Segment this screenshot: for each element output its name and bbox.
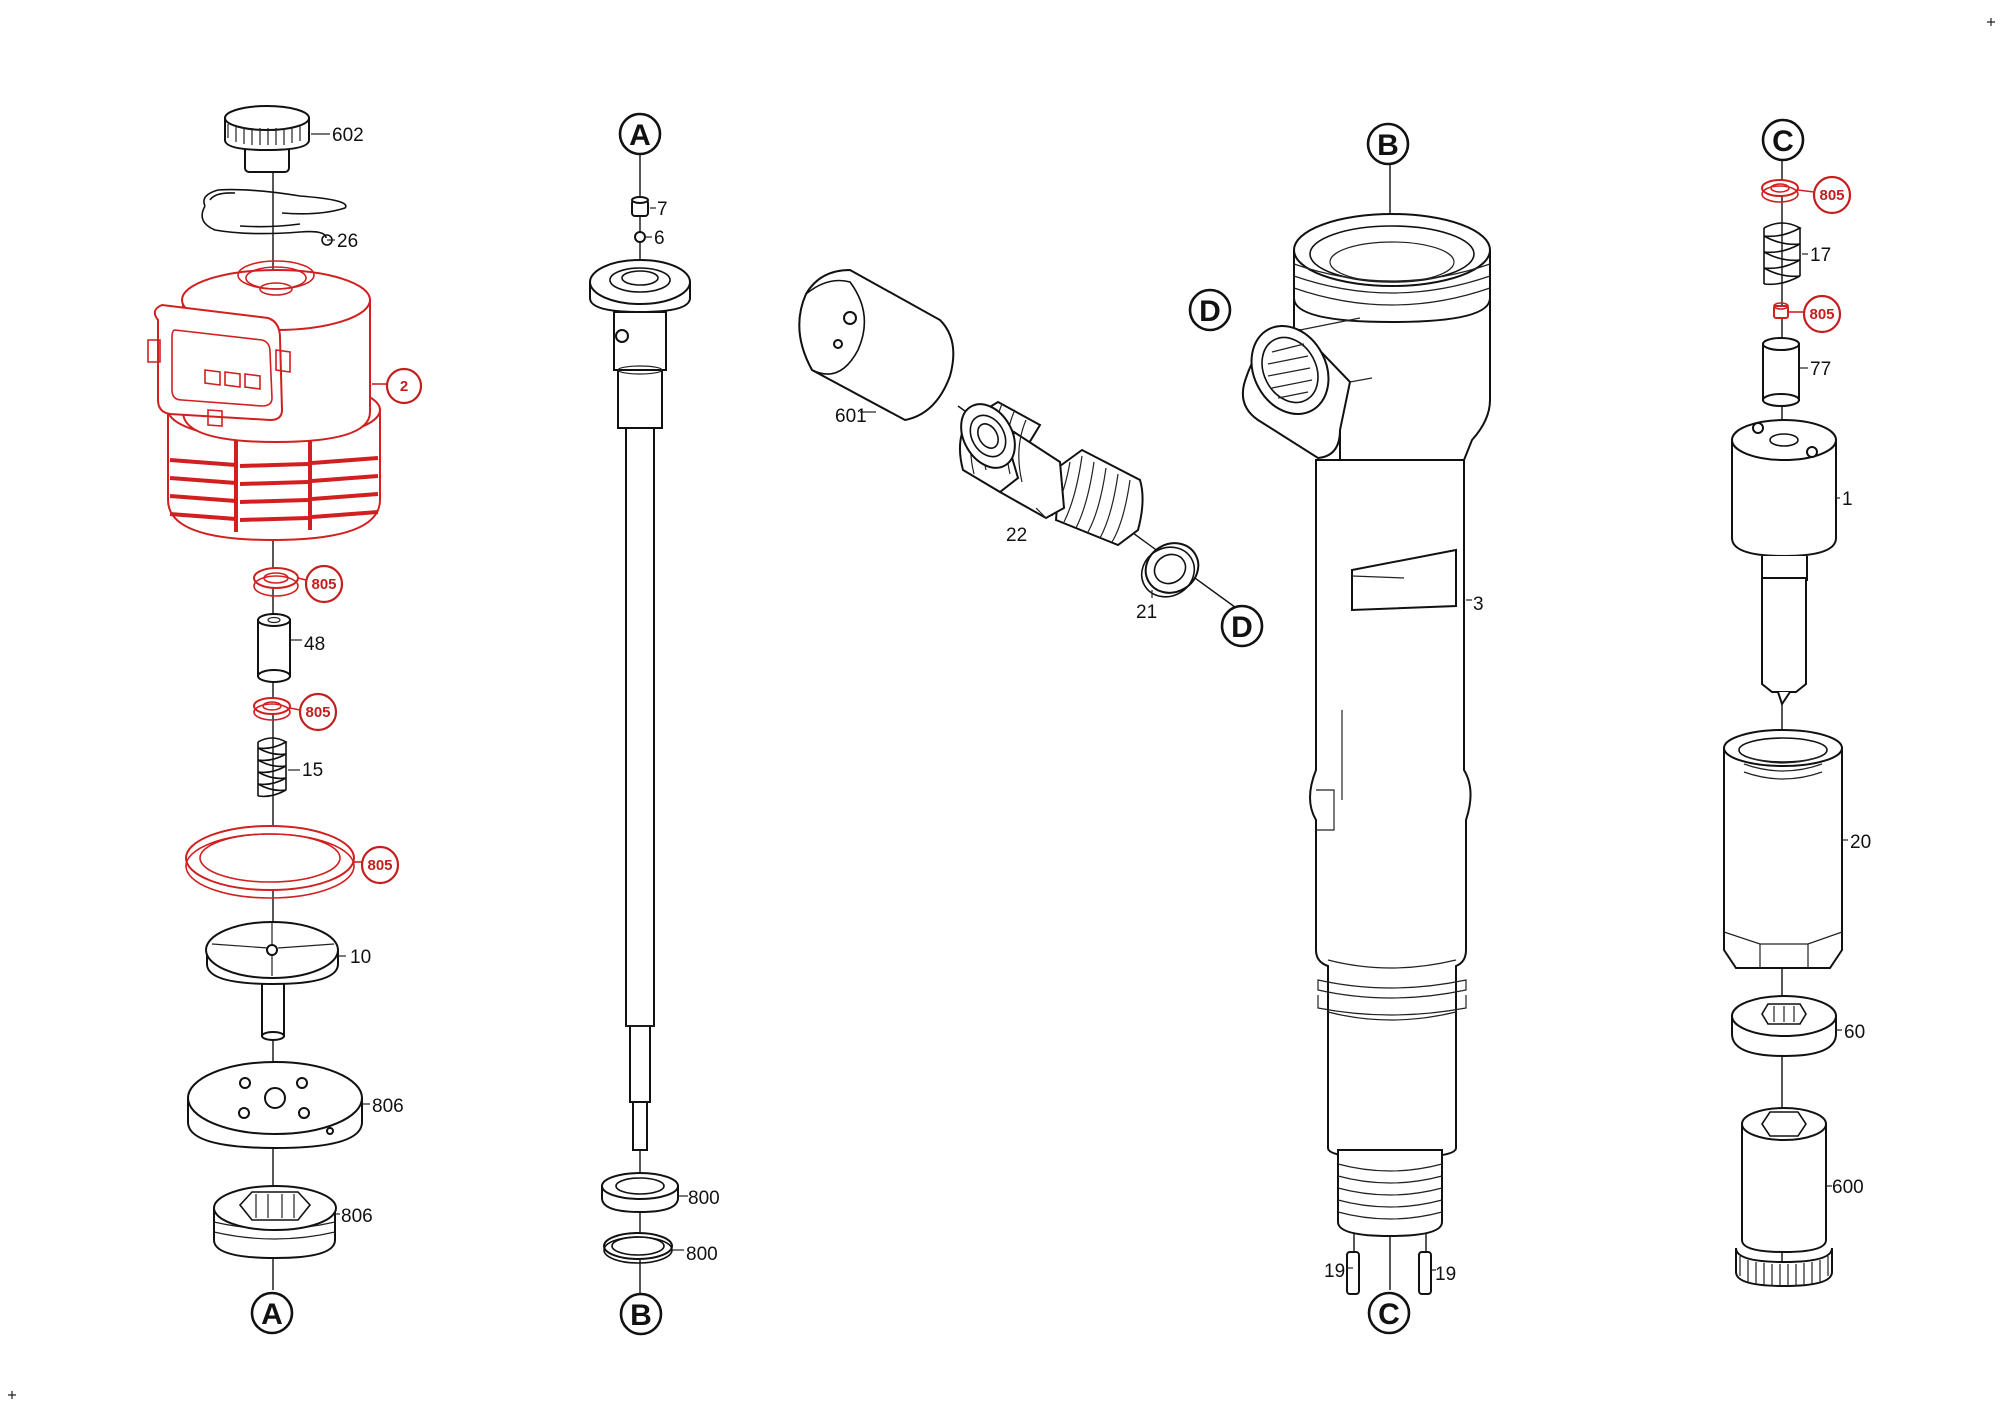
- label-15: 15: [302, 760, 323, 781]
- label-48: 48: [304, 634, 325, 655]
- part-26-retaining-clip: [201, 188, 347, 246]
- svg-text:805: 805: [1809, 306, 1834, 323]
- label-26: 26: [337, 231, 358, 252]
- svg-text:C: C: [1378, 1298, 1400, 1331]
- label-77: 77: [1810, 359, 1831, 380]
- nozzle-group-column: [1723, 154, 1843, 1288]
- svg-text:D: D: [1199, 295, 1221, 328]
- label-1: 1: [1842, 489, 1853, 510]
- connector-b-bottom: B: [619, 1292, 663, 1336]
- connector-markers: A A B B C C D D: [250, 112, 1805, 1336]
- part-805-seal-c-lower: [1773, 302, 1789, 319]
- connector-b-top: B: [1366, 122, 1410, 166]
- part-19-pins: [1346, 1251, 1432, 1295]
- part-601-cap: [798, 268, 955, 422]
- part-602-knurled-nut: [224, 105, 310, 173]
- svg-text:A: A: [629, 119, 651, 152]
- label-10: 10: [350, 947, 371, 968]
- callout-805-3: 805: [360, 845, 400, 885]
- label-19-right: 19: [1435, 1264, 1456, 1285]
- label-7: 7: [657, 199, 668, 220]
- part-806-nut: [213, 1185, 337, 1260]
- callout-2: 2: [385, 367, 423, 405]
- valve-group-column: [589, 152, 691, 1298]
- solenoid-group-column: [147, 105, 381, 1290]
- part-600-socket-tool: [1735, 1107, 1833, 1288]
- registration-marks: [8, 18, 1995, 1399]
- label-3: 3: [1473, 594, 1484, 615]
- connector-c-bottom: C: [1367, 1291, 1411, 1335]
- label-21: 21: [1136, 602, 1157, 623]
- part-20-nozzle-nut: [1723, 729, 1843, 969]
- svg-text:805: 805: [367, 857, 392, 874]
- connector-a-top: A: [618, 112, 662, 156]
- valve-rod: [625, 427, 655, 1151]
- label-17: 17: [1810, 245, 1831, 266]
- label-20: 20: [1850, 832, 1871, 853]
- label-60: 60: [1844, 1022, 1865, 1043]
- label-22: 22: [1006, 525, 1027, 546]
- part-21-washer: [1140, 542, 1200, 598]
- part-805-seal-upper: [253, 567, 299, 597]
- leader-lines: [288, 133, 1848, 1271]
- part-6-ball: [634, 231, 646, 243]
- part-800-ring-upper: [601, 1172, 679, 1214]
- part-800-ring-lower: [603, 1232, 673, 1264]
- part-15-spring: [257, 737, 288, 798]
- part-60-washer: [1731, 995, 1837, 1058]
- label-6: 6: [654, 228, 665, 249]
- highlight-callouts: 805 805 805 805 805 2: [298, 175, 1852, 885]
- svg-text:D: D: [1231, 611, 1253, 644]
- part-77-sleeve: [1762, 337, 1800, 407]
- part-1-nozzle: [1731, 419, 1837, 707]
- connector-a-bottom: A: [250, 1291, 294, 1335]
- connector-d-port: D: [1188, 288, 1232, 332]
- label-601: 601: [835, 406, 867, 427]
- label-806-guide: 806: [372, 1096, 404, 1117]
- svg-text:805: 805: [1819, 187, 1844, 204]
- part-805-seal-middle: [253, 697, 291, 721]
- svg-text:C: C: [1772, 125, 1794, 158]
- part-805-seal-c-upper: [1761, 179, 1799, 203]
- part-17-spring: [1763, 222, 1802, 286]
- part-22-inlet-connector: [958, 400, 1144, 547]
- part-labels: 602 26 48 15 10 806 806 7 6 800 800 601 …: [302, 125, 1871, 1285]
- label-800-upper: 800: [688, 1188, 720, 1209]
- part-805-seal-large: [185, 825, 355, 899]
- part-3-injector-body: [1242, 160, 1491, 1295]
- inlet-group: [798, 268, 1251, 619]
- label-800-lower: 800: [686, 1244, 718, 1265]
- label-600: 600: [1832, 1177, 1864, 1198]
- part-806-armature-guide: [187, 1061, 363, 1150]
- valve-piece: [589, 259, 691, 429]
- part-48-sleeve: [257, 613, 291, 683]
- svg-text:805: 805: [311, 576, 336, 593]
- label-602: 602: [332, 125, 364, 146]
- part-7-ball-seat: [631, 196, 649, 217]
- callout-805-2: 805: [298, 692, 338, 732]
- svg-text:A: A: [261, 1298, 283, 1331]
- svg-text:B: B: [1377, 129, 1399, 162]
- label-19-left: 19: [1324, 1261, 1345, 1282]
- callout-805-4: 805: [1812, 175, 1852, 215]
- callout-805-5: 805: [1802, 294, 1842, 334]
- connector-c-top: C: [1761, 118, 1805, 162]
- svg-text:805: 805: [305, 704, 330, 721]
- part-2-solenoid-highlighted: [147, 260, 381, 542]
- svg-text:B: B: [630, 1299, 652, 1332]
- callout-805-1: 805: [304, 564, 344, 604]
- svg-text:2: 2: [400, 378, 408, 395]
- label-806-nut: 806: [341, 1206, 373, 1227]
- part-10-armature: [205, 921, 339, 1041]
- connector-d-inlet: D: [1220, 604, 1264, 648]
